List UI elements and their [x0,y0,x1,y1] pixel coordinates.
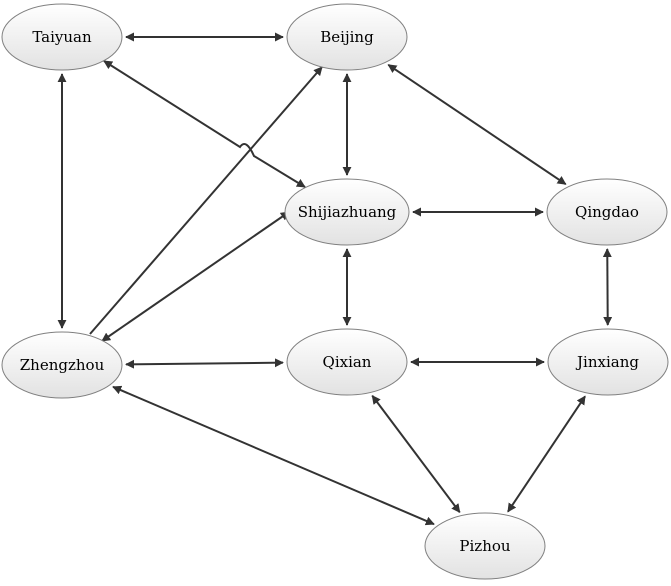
edge-zhengzhou-pizhou [112,385,435,526]
node-taiyuan: Taiyuan [1,3,123,71]
edge-line [101,211,290,342]
node-beijing: Beijing [286,3,408,71]
edge-line [103,60,306,188]
edge-shijiazhuang-zhengzhou [101,211,290,342]
edge-zhengzhou-beijing [89,66,323,335]
node-pizhou: Pizhou [424,512,546,580]
node-ellipse [424,512,546,580]
node-ellipse [286,3,408,71]
node-label: Beijing [320,28,374,46]
edge-qixian-pizhou [371,394,461,514]
node-ellipse [1,331,123,399]
node-zhengzhou: Zhengzhou [1,331,123,399]
node-label: Taiyuan [32,28,92,46]
node-label: Jinxiang [575,353,639,371]
node-label: Shijiazhuang [298,203,397,221]
edge-line [89,66,323,335]
node-ellipse [547,328,669,396]
edge-line [125,358,284,369]
node-label: Qingdao [575,203,639,221]
node-ellipse [1,3,123,71]
edge-line [602,248,613,326]
node-jinxiang: Jinxiang [547,328,669,396]
node-ellipse [286,328,408,396]
node-label: Pizhou [459,537,510,555]
node-shijiazhuang: Shijiazhuang [284,178,410,246]
node-label: Qixian [323,353,372,371]
node-label: Zhengzhou [20,356,105,374]
edges-layer [57,32,613,526]
node-qixian: Qixian [286,328,408,396]
edge-line [371,394,461,514]
edge-line [507,395,586,513]
node-ellipse [546,178,668,246]
edge-qingdao-jinxiang [602,248,613,326]
node-qingdao: Qingdao [546,178,668,246]
edge-jinxiang-pizhou [507,395,586,513]
edge-taiyuan-shijiazhuang [103,60,306,188]
node-ellipse [284,178,410,246]
edge-zhengzhou-qixian [125,358,284,369]
edge-line [112,385,435,526]
edge-line [387,63,567,186]
edge-beijing-qingdao [387,63,567,186]
